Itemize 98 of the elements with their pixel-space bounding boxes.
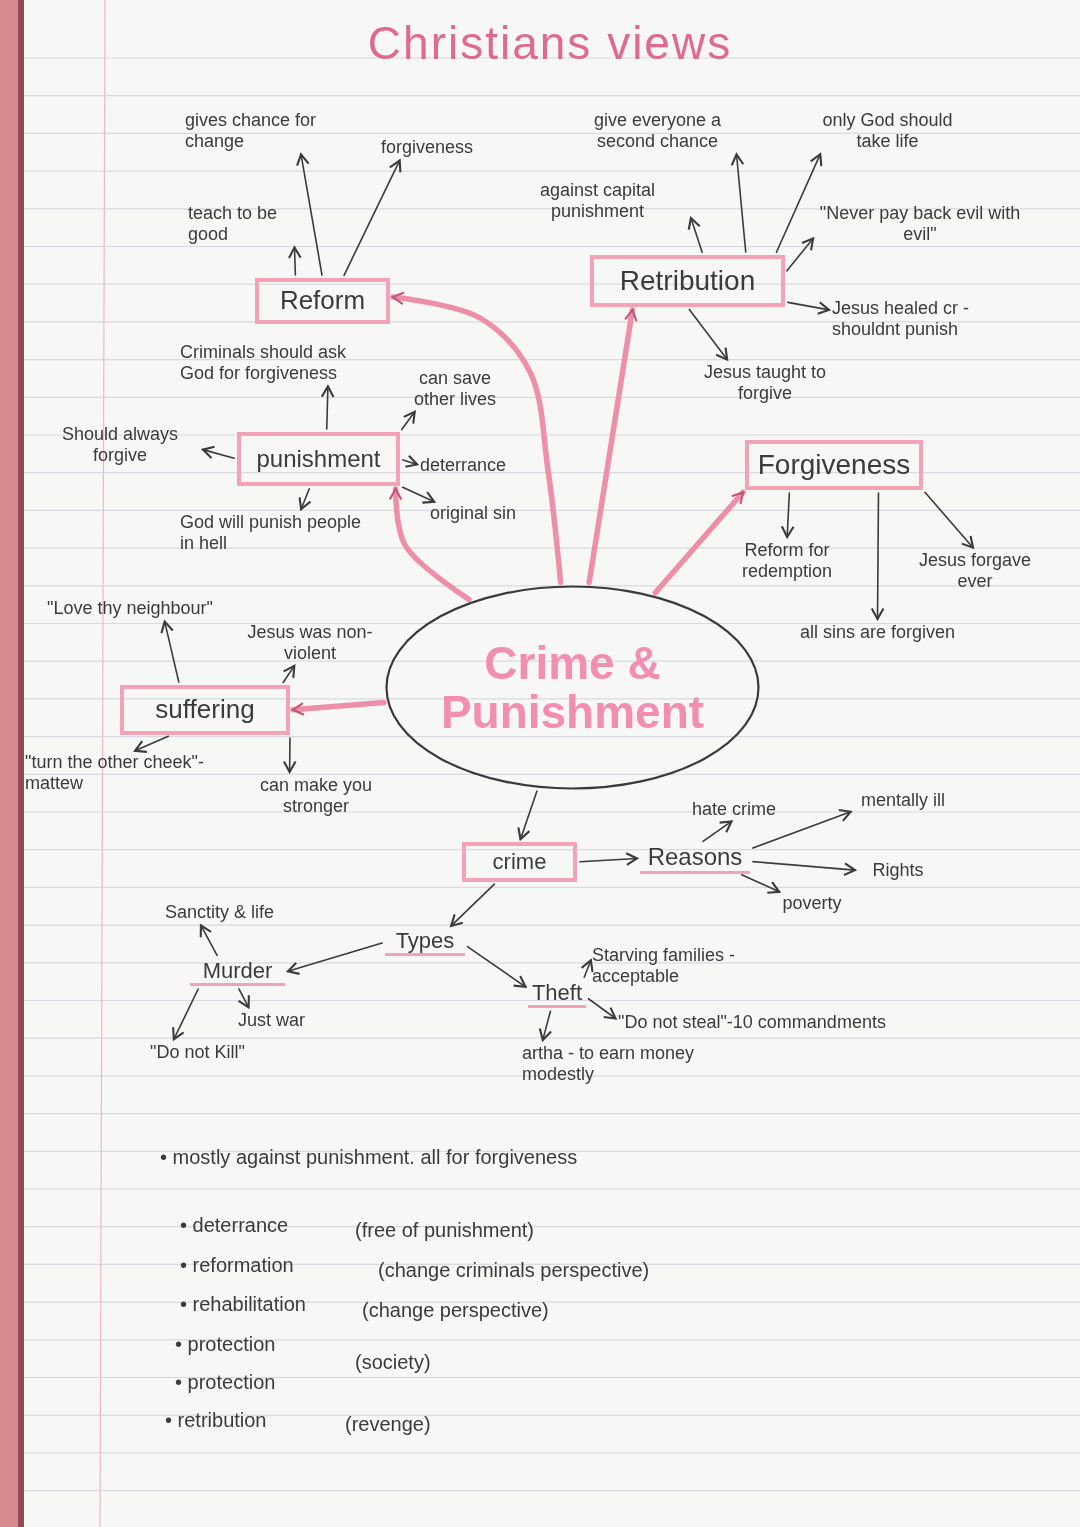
underlined-heading: Reasons <box>640 843 750 874</box>
note-text: "Love thy neighbour" <box>45 598 215 619</box>
note-text: poverty <box>762 893 862 914</box>
arrow <box>587 997 617 1020</box>
arrow <box>201 445 235 460</box>
arrow <box>282 737 297 774</box>
central-topic-ellipse: Crime & Punishment <box>385 585 760 790</box>
underlined-heading: Murder <box>190 958 285 987</box>
arrow <box>343 159 402 277</box>
note-text: deterrance <box>420 455 525 476</box>
note-text: artha - to earn money modestly <box>522 1043 722 1085</box>
bullet-point: • rehabilitation <box>180 1292 306 1316</box>
bullet-point: • protection <box>175 1370 276 1394</box>
note-text: original sin <box>428 503 518 524</box>
arrow <box>390 291 564 585</box>
arrow <box>400 410 416 431</box>
arrow <box>237 988 250 1009</box>
arrow <box>160 620 180 683</box>
note-text: Jesus was non-violent <box>240 622 380 664</box>
parenthetical-note: (change perspective) <box>362 1298 549 1322</box>
bullet-point: • retribution <box>165 1408 267 1432</box>
note-text: Rights <box>858 860 938 881</box>
arrow <box>450 883 496 927</box>
arrow <box>320 385 335 430</box>
parenthetical-note: (society) <box>355 1350 431 1374</box>
topic-box: Forgiveness <box>745 440 923 490</box>
note-text: forgiveness <box>362 137 492 158</box>
note-text: Starving families -acceptable <box>592 945 792 987</box>
parenthetical-note: (revenge) <box>345 1412 431 1436</box>
arrow <box>517 790 538 841</box>
note-text: Criminals should ask God for forgiveness <box>180 342 365 384</box>
topic-box: Reform <box>255 278 390 324</box>
arrow <box>199 924 218 957</box>
arrow <box>688 308 729 361</box>
arrow <box>580 959 594 978</box>
note-text: Just war <box>238 1010 358 1031</box>
arrow <box>282 664 296 684</box>
note-text: "turn the other cheek"- mattew <box>25 752 220 794</box>
arrow <box>870 492 885 621</box>
topic-box: Retribution <box>590 255 785 307</box>
topic-box: punishment <box>237 432 400 486</box>
arrow <box>388 486 472 603</box>
arrow <box>787 301 831 315</box>
note-text: only God should take life <box>805 110 970 152</box>
note-text: Reform for redemption <box>712 540 862 582</box>
note-text: gives chance for change <box>185 110 350 152</box>
page-title: Christians views <box>366 18 734 69</box>
arrow <box>286 942 383 975</box>
note-text: all sins are forgiven <box>795 622 960 643</box>
arrow <box>133 735 170 753</box>
arrow <box>172 988 199 1041</box>
arrow <box>401 486 436 504</box>
arrow <box>702 820 733 843</box>
arrow <box>298 488 312 511</box>
note-text: give everyone a second chance <box>570 110 745 152</box>
underlined-heading: Theft <box>528 980 586 1009</box>
arrow <box>287 246 302 276</box>
arrow <box>687 216 703 253</box>
bullet-point: • mostly against punishment. all for forgiveness <box>160 1145 578 1169</box>
note-text: hate crime <box>688 799 780 820</box>
arrow <box>579 852 639 866</box>
parenthetical-note: (free of punishment) <box>355 1218 534 1242</box>
note-text: God will punish people in hell <box>180 512 380 554</box>
note-text: mentally ill <box>848 790 958 811</box>
arrow <box>780 492 795 539</box>
arrow <box>924 491 975 549</box>
arrow <box>538 1010 553 1042</box>
arrow <box>290 699 387 716</box>
note-text: against capital punishment <box>505 180 690 222</box>
arrow <box>752 808 852 849</box>
note-text: Should always forgive <box>40 424 200 466</box>
note-text: can save other lives <box>400 368 510 410</box>
underlined-heading: Types <box>385 928 465 957</box>
arrow <box>466 945 527 988</box>
note-text: "Do not Kill" <box>150 1042 300 1063</box>
note-text: "Do not steal"-10 commandments <box>618 1012 998 1033</box>
parenthetical-note: (change criminals perspective) <box>378 1258 650 1282</box>
note-text: Jesus healed cr -shouldnt punish <box>832 298 1012 340</box>
arrow <box>296 153 323 276</box>
topic-box: suffering <box>120 685 290 735</box>
arrow <box>740 874 781 894</box>
bullet-point: • protection <box>175 1332 276 1356</box>
note-text: can make you stronger <box>250 775 382 817</box>
note-text: "Never pay back evil with evil" <box>815 203 1025 245</box>
bullet-point: • deterrance <box>180 1213 289 1237</box>
topic-box: crime <box>462 842 577 882</box>
arrow <box>786 237 815 272</box>
arrow <box>586 307 638 586</box>
bullet-point: • reformation <box>180 1253 294 1277</box>
arrow <box>652 489 746 596</box>
arrow <box>730 153 747 253</box>
arrow <box>402 454 419 468</box>
note-text: teach to be good <box>188 203 300 245</box>
arrow <box>752 860 857 877</box>
note-text: Jesus taught to forgive <box>675 362 855 404</box>
arrow <box>775 153 823 254</box>
note-text: Sanctity & life <box>165 902 280 923</box>
note-text: Jesus forgave ever <box>900 550 1050 592</box>
